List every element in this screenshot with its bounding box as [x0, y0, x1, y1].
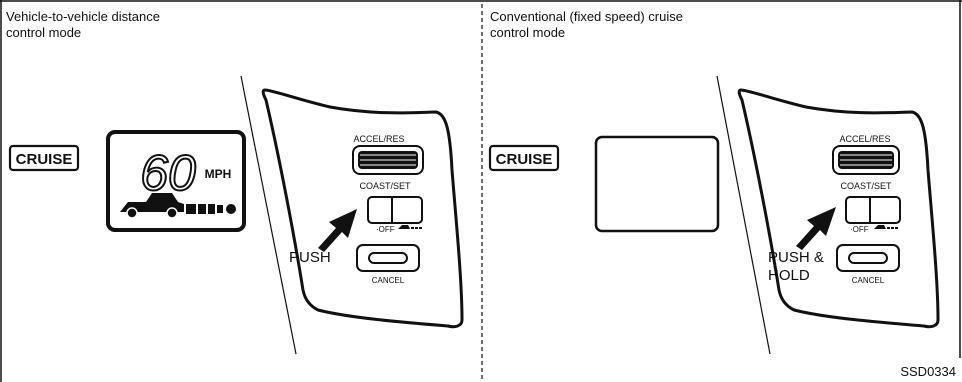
right-accel-coast-switch[interactable]: ACCEL/RES COAST/SET	[832, 134, 900, 191]
left-accel-res-label: ACCEL/RES	[353, 134, 404, 144]
right-main-switch-frame	[845, 196, 901, 224]
left-mode-car-icon	[398, 225, 422, 229]
left-main-switch-frame	[367, 196, 423, 224]
right-switch-housing	[737, 88, 940, 329]
right-cancel-label: CANCEL	[852, 276, 885, 285]
left-cruise-badge: CRUISE	[16, 151, 73, 168]
left-mode-car	[398, 225, 410, 229]
car-wheel-front	[126, 207, 138, 219]
blank-display	[594, 135, 720, 233]
right-coast-set-label: COAST/SET	[840, 181, 892, 191]
distance-bars	[186, 204, 236, 214]
left-cancel-label: CANCEL	[372, 276, 405, 285]
left-caption-line1: Vehicle-to-vehicle distance	[6, 9, 160, 24]
left-main-switch[interactable]: ·OFF	[367, 196, 423, 234]
right-main-switch[interactable]: ·OFF	[845, 196, 901, 234]
right-mode-bar	[891, 227, 894, 229]
right-panel: CRUISE ACCEL/RES COAST/SET ·OFF	[488, 75, 940, 355]
right-caption: Conventional (fixed speed) cruise contro…	[490, 9, 683, 41]
display-frame	[106, 130, 246, 232]
right-cancel-button[interactable]: CANCEL	[836, 244, 900, 285]
left-caption-line2: control mode	[6, 25, 82, 40]
right-steering-edge	[716, 75, 771, 355]
car-body	[120, 193, 184, 212]
left-accel-coast-switch[interactable]: ACCEL/RES COAST/SET	[352, 134, 424, 191]
left-cancel-pill	[368, 252, 408, 264]
right-mode-car	[874, 225, 886, 229]
right-mode-bar	[887, 227, 890, 229]
right-cruise-badge-frame	[488, 144, 560, 172]
right-off-label: ·OFF	[850, 225, 869, 234]
right-mode-bar	[895, 227, 898, 229]
left-panel: CRUISE 60 MPH	[8, 75, 464, 355]
left-mode-bar	[411, 227, 414, 229]
right-action-line1: PUSH &	[768, 249, 824, 266]
left-caption: Vehicle-to-vehicle distance control mode	[6, 9, 160, 41]
left-cancel-frame	[356, 244, 420, 272]
distance-bar	[217, 205, 223, 213]
right-accel-res-label: ACCEL/RES	[839, 134, 890, 144]
right-action-line2: HOLD	[768, 267, 810, 284]
vehicle-icon	[120, 193, 184, 219]
left-mode-bar	[415, 227, 418, 229]
left-action-label: PUSH	[289, 249, 331, 266]
left-push-arrow	[318, 209, 357, 252]
distance-bar	[198, 204, 206, 214]
left-cruise-badge-frame	[8, 144, 80, 172]
figure-code: SSD0334	[900, 364, 956, 379]
distance-bar	[208, 204, 215, 214]
speed-unit: MPH	[205, 167, 232, 181]
left-switch-housing	[261, 88, 464, 329]
left-off-label: ·OFF	[376, 225, 395, 234]
right-mode-car-icon	[874, 225, 898, 229]
right-cruise-indicator: CRUISE	[488, 144, 560, 172]
distance-display: 60 MPH	[106, 130, 246, 232]
left-cruise-indicator: CRUISE	[8, 144, 80, 172]
right-push-hold-arrow	[796, 207, 836, 250]
right-cruise-badge: CRUISE	[496, 151, 553, 168]
left-cancel-button[interactable]: CANCEL	[356, 244, 420, 285]
distance-bar	[186, 204, 196, 214]
right-cancel-frame	[836, 244, 900, 272]
left-coast-set-label: COAST/SET	[359, 181, 411, 191]
right-caption-line1: Conventional (fixed speed) cruise	[490, 9, 683, 24]
leading-vehicle-dot	[226, 204, 236, 214]
car-wheel-rear	[166, 207, 178, 219]
speed-readout: 60	[140, 145, 196, 201]
left-mode-bar	[419, 227, 422, 229]
right-caption-line2: control mode	[490, 25, 566, 40]
right-cancel-pill	[848, 252, 888, 264]
left-steering-edge	[240, 75, 297, 355]
